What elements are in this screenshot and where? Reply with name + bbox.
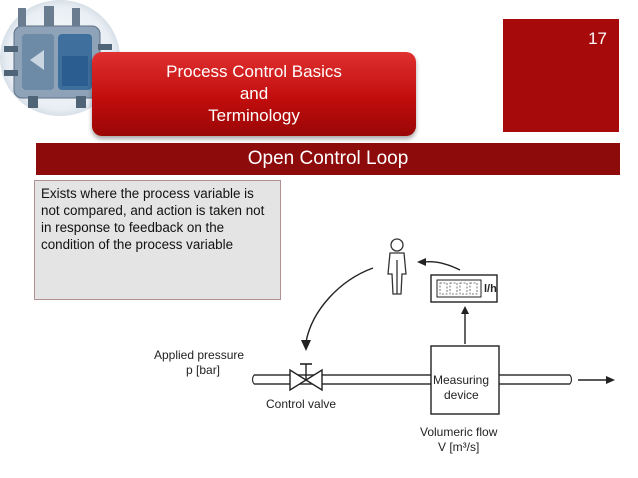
open-loop-diagram: Applied pressure p [bar] Control valve M… [140, 230, 618, 468]
measuring-label-1: Measuring [433, 373, 490, 387]
slide-title: Process Control Basics and Terminology [92, 52, 416, 136]
operator-figure [387, 238, 407, 295]
measuring-label-2: device [444, 388, 479, 402]
title-line-3: Terminology [208, 106, 300, 125]
slide-number-box: 17 [503, 19, 619, 132]
measuring-device-box [430, 345, 500, 415]
title-line-1: Process Control Basics [166, 62, 342, 81]
valve-left-triangle [289, 368, 308, 392]
process-equipment-logo [0, 0, 120, 116]
control-valve-label: Control valve [266, 397, 337, 411]
pressure-unit-label: p [bar] [186, 363, 221, 377]
flow-label: Volumeric flow [420, 425, 498, 439]
description-box: Exists where the process variable is not… [34, 180, 281, 300]
title-line-2: and [239, 84, 269, 103]
diagram-drawing [251, 238, 615, 415]
slide-number: 17 [588, 29, 607, 48]
applied-pressure-label: Applied pressure [154, 348, 245, 362]
flow-unit-label: V [m³/s] [438, 440, 480, 454]
section-banner: Open Control Loop [36, 143, 620, 175]
valve-right-triangle [304, 368, 323, 392]
display-unit: l/h [484, 283, 497, 295]
